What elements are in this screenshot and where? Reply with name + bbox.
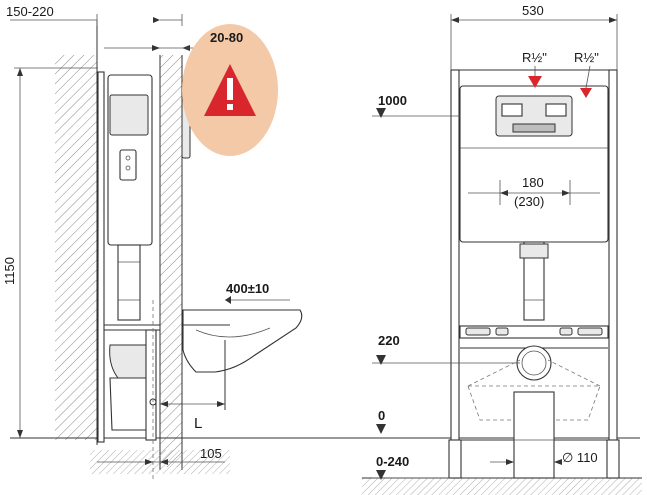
frame-right-post [608, 69, 618, 479]
inlet-left-marker-icon [528, 76, 542, 88]
frame-right-foot [606, 439, 620, 479]
spacing-label: 180 [522, 175, 544, 190]
length-label: L [194, 415, 202, 432]
floor-range-label: 0-240 [376, 454, 409, 469]
front-wall [160, 55, 182, 467]
drain-elbow [109, 344, 151, 379]
frame-post [97, 71, 105, 443]
height-label: 1150 [2, 257, 17, 285]
toilet-bowl-side [182, 309, 303, 373]
warning-triangle-icon [204, 64, 256, 116]
cistern-top [109, 94, 149, 136]
side-view: 150-220 20-80 1150 400±10 L [2, 4, 640, 480]
level-top-label: 1000 [378, 93, 407, 108]
flush-pipe [117, 244, 141, 321]
spacing-alt-label: (230) [514, 194, 544, 209]
drain-diameter-label: ∅ 110 [562, 450, 598, 465]
front-view: R½" R½" 530 1000 180 (230) [362, 3, 642, 495]
floor-front [362, 478, 642, 495]
width-label: 530 [522, 3, 544, 18]
wall-offset-label: 150-220 [6, 4, 54, 19]
level-outlet-label: 220 [378, 333, 400, 348]
pipe-offset-label: 105 [200, 446, 222, 461]
toilet-outline-front [467, 385, 601, 421]
inlet-right-label: R½" [574, 50, 599, 65]
wall-gap-label: 20-80 [210, 30, 243, 45]
frame-left-post [450, 69, 460, 479]
inlet-left-label: R½" [522, 50, 547, 65]
drain-bend [109, 377, 151, 431]
frame-foot [145, 329, 157, 441]
rear-wall [55, 55, 97, 440]
seat-height-label: 400±10 [226, 281, 269, 296]
drain-pipe-front [513, 391, 555, 479]
flush-pipe-front [523, 241, 545, 321]
cistern-valve [119, 149, 137, 181]
level-zero-label: 0 [378, 408, 385, 423]
inlet-right-marker-icon [580, 88, 592, 98]
frame-left-foot [448, 439, 462, 479]
